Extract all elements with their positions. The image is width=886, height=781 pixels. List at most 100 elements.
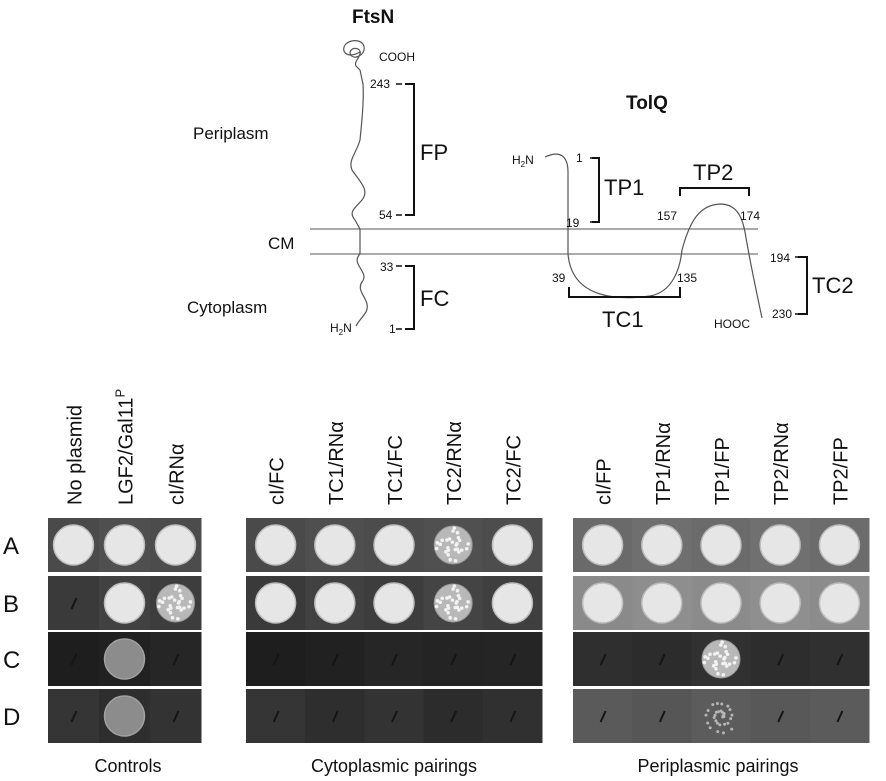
colony-speckle <box>157 599 162 603</box>
plate-row-controls-a <box>48 518 202 572</box>
tolq-num-1: 1 <box>576 151 583 165</box>
row-label-b: B <box>3 591 19 618</box>
colony-speckle <box>435 541 440 545</box>
tolq-num-157: 157 <box>657 209 677 223</box>
colony-speckle <box>438 542 443 547</box>
colony-speckle <box>464 604 469 609</box>
ftsn-num-1: 1 <box>389 322 396 336</box>
plate-mark <box>391 653 398 666</box>
column-label-controls-2: cI/RNα <box>167 443 189 505</box>
column-label-cytoplasmic-1: TC1/RNα <box>326 421 348 505</box>
colony-speckle <box>188 600 193 604</box>
plate-mark <box>450 710 458 723</box>
colony-speckle <box>464 546 469 551</box>
colony-faint-dot <box>714 710 718 714</box>
colony-strong <box>52 524 95 566</box>
colony-speckle <box>168 610 173 615</box>
colony-speckle <box>450 598 455 602</box>
plate-grid <box>48 518 870 743</box>
colony-speckle <box>172 598 177 602</box>
column-label-text: TP2/FP <box>830 437 852 505</box>
column-label-controls-1: LGF2/Gal11P <box>113 389 138 505</box>
tp2-bracket <box>679 187 750 196</box>
column-label-text: TP2/RN <box>771 434 793 505</box>
row-label-a: A <box>3 533 19 560</box>
column-label-cytoplasmic-3: TC2/RNα <box>444 421 466 505</box>
column-label-cytoplasmic-0: cI/FC <box>267 457 289 505</box>
colony-speckle <box>162 596 167 601</box>
colony-speckle <box>714 662 719 666</box>
controls-group-label: Controls <box>94 756 161 776</box>
colony-speckle <box>440 538 444 543</box>
colony-speckle <box>170 615 175 620</box>
colony-speckle <box>179 608 183 612</box>
colony-strong <box>759 524 801 566</box>
tolq-num-194: 194 <box>770 251 790 265</box>
colony-strong <box>759 582 801 624</box>
plate-mark <box>331 653 339 666</box>
fp-label: FP <box>420 140 448 165</box>
colony-speckle <box>455 599 459 604</box>
ftsn-title: FtsN <box>352 7 394 28</box>
colony-speckle <box>187 604 191 609</box>
plate-mark <box>509 653 517 666</box>
column-label-periplasmic-1: TP1/RNα <box>653 422 675 505</box>
colony-speckle <box>714 666 718 671</box>
tc2-bracket <box>798 256 808 315</box>
colony-faint-dot <box>726 721 730 725</box>
colony-speckled <box>156 583 195 623</box>
colony-faint-dot <box>721 731 725 735</box>
colony-speckle <box>445 596 449 600</box>
tc1-label: TC1 <box>602 307 644 332</box>
colony-speckle <box>178 593 183 598</box>
colony-speckle <box>722 655 727 660</box>
plate-mark <box>836 653 844 666</box>
colony-speckle <box>444 550 448 554</box>
fp-bracket <box>405 83 415 216</box>
colony-faint-dot <box>713 713 717 717</box>
colony-faint-dot <box>726 704 730 708</box>
topology-diagram: Periplasm CM Cytoplasm FtsN COOH 243 54 … <box>187 7 854 337</box>
column-label-text: TC2/RN <box>444 433 466 505</box>
plate-row-controls-c <box>48 632 202 686</box>
colony-speckle <box>720 640 724 644</box>
column-label-cytoplasmic-4: TC2/FC <box>503 435 525 505</box>
plate-mark <box>331 710 339 723</box>
fc-label: FC <box>420 286 449 311</box>
column-label-text: TC1/FC <box>385 435 407 505</box>
colony-speckle <box>466 542 470 546</box>
plate-mark <box>272 710 280 723</box>
tolq-num-135: 135 <box>677 271 697 285</box>
colony-speckle <box>703 655 707 659</box>
colony-strong <box>818 582 861 624</box>
ftsn-periplasmic-chain <box>350 69 366 230</box>
column-label-text: No plasmid <box>65 405 87 505</box>
column-label-text: cI/RN <box>167 455 189 505</box>
column-label-text: LGF2/Gal11 <box>116 398 138 505</box>
colony-faint-dot <box>704 713 708 717</box>
tolq-h2n-h: H <box>512 153 521 167</box>
plate-row-periplasmic-d <box>573 689 870 743</box>
colony-speckle <box>160 600 165 605</box>
colony-strong <box>700 524 742 566</box>
tc2-label: TC2 <box>812 273 854 298</box>
colony-strong <box>491 524 534 566</box>
colony-strong <box>581 524 624 566</box>
colony-speckle <box>718 654 722 658</box>
column-label-greek: α <box>167 443 189 455</box>
colony-speckle <box>459 548 464 552</box>
colony-speckle <box>456 535 461 540</box>
colony-speckle <box>167 596 172 600</box>
colony-speckled <box>433 525 473 565</box>
tolq-h2n-sub: 2 <box>521 160 526 169</box>
colony-strong <box>154 524 197 566</box>
colony-speckle <box>732 660 737 665</box>
colony-faint-dot <box>708 726 712 730</box>
column-label-greek: α <box>653 422 675 434</box>
colony-speckle <box>440 596 444 601</box>
colony-speckle <box>177 599 182 604</box>
colony-faint-dot <box>722 715 726 719</box>
plate-mark <box>70 710 78 723</box>
colony-speckle <box>444 608 448 612</box>
